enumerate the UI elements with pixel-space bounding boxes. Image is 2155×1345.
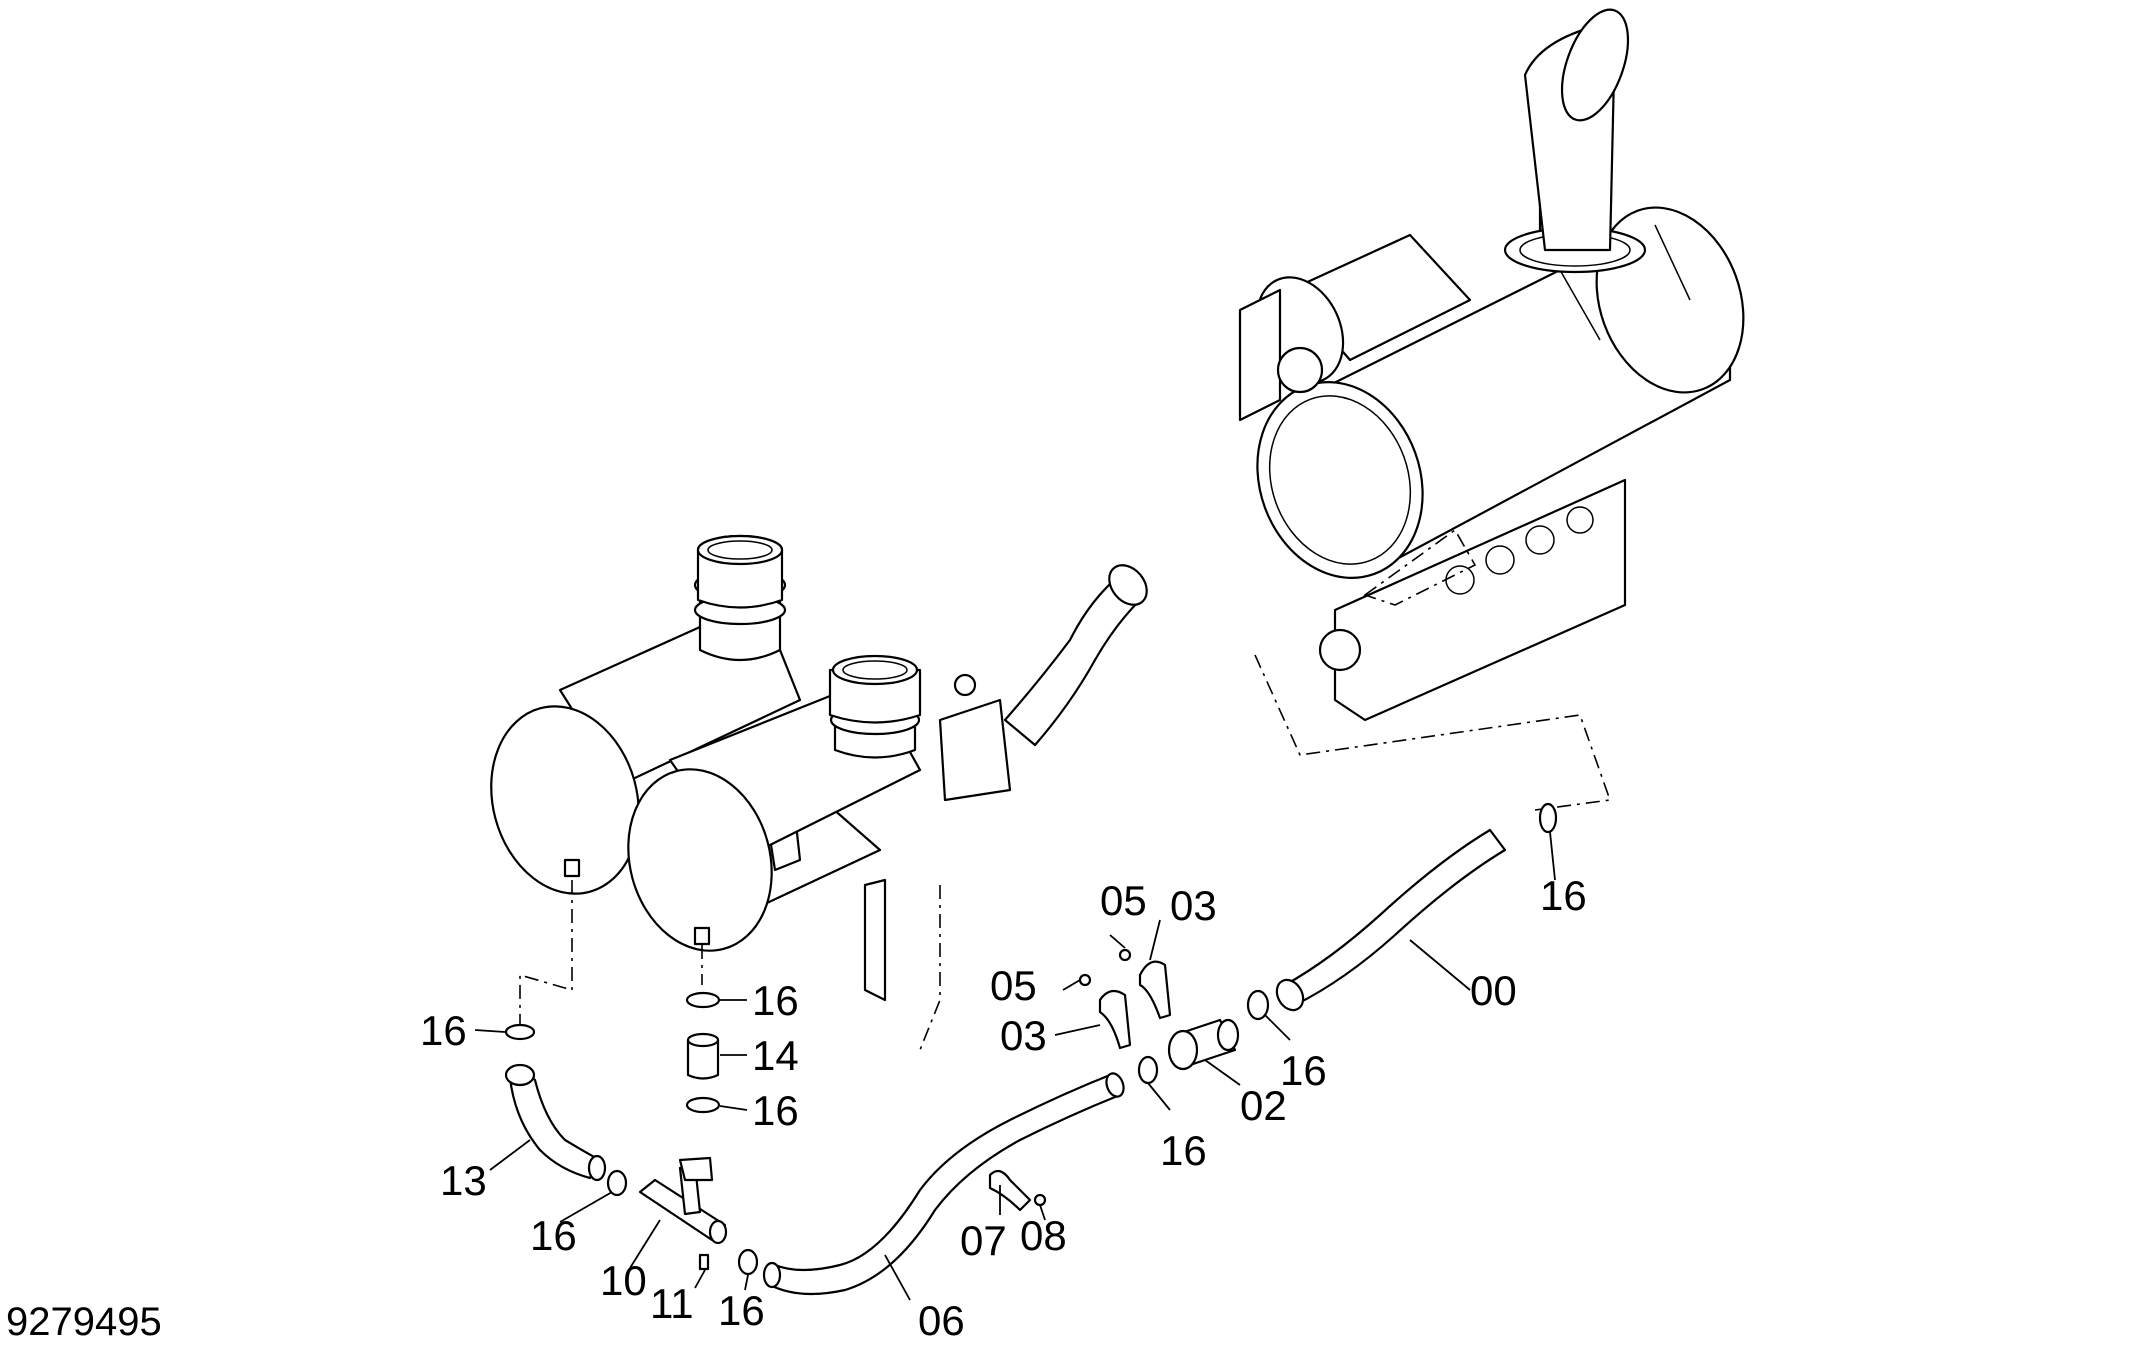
bracket-03-lower — [1098, 989, 1132, 1050]
bolt-08 — [1033, 1193, 1047, 1207]
air-cleaner-assembly — [490, 534, 1148, 1051]
callout-16-center-upper: 16 — [752, 977, 799, 1024]
drain-valve-rear — [563, 858, 581, 878]
front-canister-cap — [627, 768, 773, 952]
rear-canister-cap — [490, 705, 640, 895]
hose-06 — [762, 1072, 1125, 1296]
clamp-16-hose-end — [1246, 989, 1270, 1021]
callout-16-hose-06: 16 — [718, 1287, 765, 1334]
drain-valve-front — [693, 926, 711, 946]
muffler-bracket — [1238, 288, 1282, 422]
screw-11 — [698, 1253, 710, 1271]
callout-02: 02 — [1240, 1082, 1287, 1129]
clamp-16-upper-right — [1538, 802, 1558, 834]
connector-02 — [1167, 1018, 1240, 1071]
callout-16-left: 16 — [420, 1007, 467, 1054]
muffler-assembly — [1238, 8, 1745, 811]
leader-lines — [474, 831, 1556, 1301]
callout-16-center-lower: 16 — [752, 1087, 799, 1134]
callout-16-elbow: 16 — [530, 1212, 577, 1259]
base-plate-hole — [1318, 628, 1362, 672]
callout-10: 10 — [600, 1257, 647, 1304]
hose-clamp — [953, 673, 977, 697]
callout-03-lower: 03 — [1000, 1012, 1047, 1059]
callout-06: 06 — [918, 1297, 965, 1344]
bracket-03-upper — [1138, 960, 1172, 1020]
callout-13: 13 — [440, 1157, 487, 1204]
duct-housing — [938, 698, 1012, 802]
exhaust-outlet — [1560, 8, 1630, 122]
callout-05-upper: 05 — [1100, 877, 1147, 924]
callout-07: 07 — [960, 1217, 1007, 1264]
drawing-reference-number: 9279495 — [6, 1300, 162, 1344]
callout-16-hose-end: 16 — [1280, 1047, 1327, 1094]
callout-00: 00 — [1470, 967, 1517, 1014]
hose-00 — [1275, 828, 1507, 1012]
tee-pipe-10 — [638, 1156, 728, 1245]
callout-03-upper: 03 — [1170, 882, 1217, 929]
callout-labels: 00 02 03 03 05 05 06 07 08 10 11 13 14 1… — [420, 872, 1587, 1344]
clamp-16-hose-06 — [737, 1248, 759, 1276]
clamp-16-left — [504, 1023, 536, 1041]
clamp-16-connector — [1137, 1055, 1159, 1085]
bolt-05 — [1078, 948, 1132, 987]
elbow-hose-13 — [504, 1063, 607, 1182]
sleeve-14 — [686, 1032, 720, 1080]
callout-14: 14 — [752, 1032, 799, 1079]
clamp-16-center — [685, 991, 721, 1114]
callout-16-upper-right: 16 — [1540, 872, 1587, 919]
mounting-bracket — [863, 878, 887, 1002]
clip-07 — [988, 1169, 1032, 1212]
callout-05-lower: 05 — [990, 962, 1037, 1009]
muffler-base-plate — [1333, 478, 1627, 722]
callout-08: 08 — [1020, 1212, 1067, 1259]
callout-16-connector: 16 — [1160, 1127, 1207, 1174]
clamp-16-elbow — [606, 1169, 628, 1197]
callout-11: 11 — [650, 1280, 694, 1327]
